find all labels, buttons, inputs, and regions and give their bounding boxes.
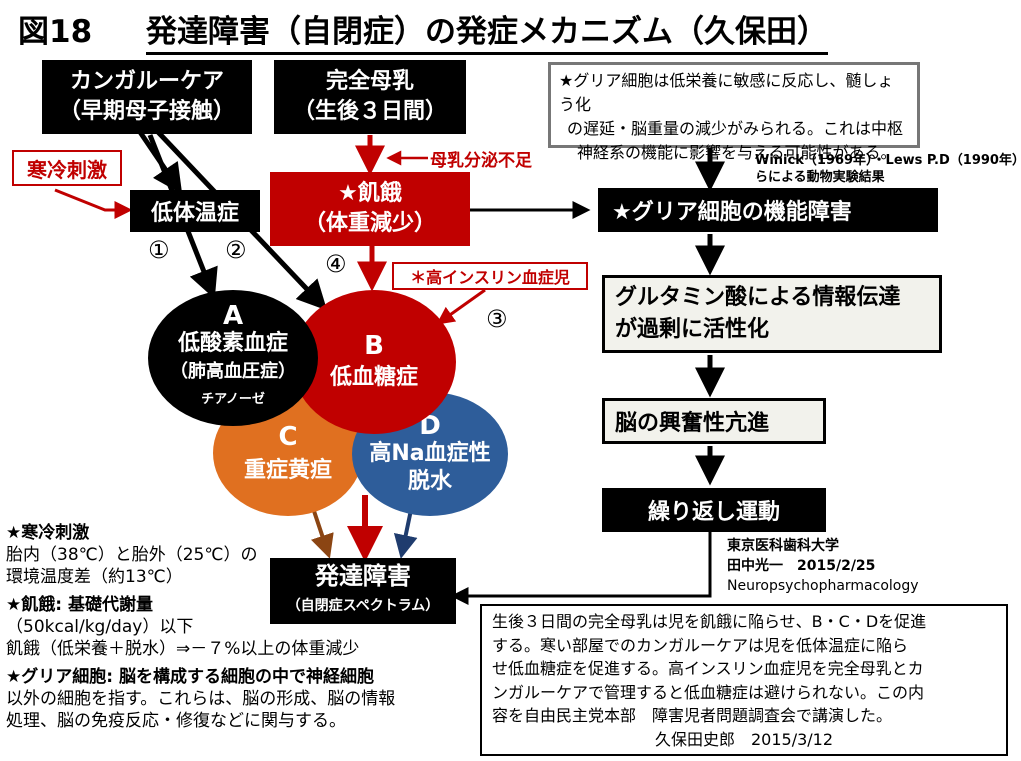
circle-a-hypoxemia: A 低酸素血症 （肺高血圧症） チアノーゼ [148,290,318,426]
summary-box: 生後３日間の完全母乳は児を飢餓に陥らせ、B・C・Dを促進 する。寒い部屋でのカン… [480,604,1008,756]
kangaroo-care-box: カンガルーケア （早期母子接触） [42,60,252,134]
starvation-box: ★飢餓 （体重減少） [270,172,470,246]
arrow-insulin-b [436,288,486,325]
left-notes: ★寒冷刺激 胎内（38℃）と胎外（25℃）の 環境温度差（約13℃） ★飢餓: … [6,523,396,731]
repetitive-movement-box: 繰り返し運動 [602,488,826,532]
arrow-cold [54,188,133,219]
page-title: 図18 発達障害（自閉症）の発症メカニズム（久保田） [18,6,928,55]
marker-2: ② [225,236,247,264]
marker-1: ① [148,236,170,264]
glia-note-box: ★グリア細胞は低栄養に敏感に反応し、髄しょう化 の遅延・脳重量の減少がみられる。… [548,62,920,162]
figure-number: 図18 [18,14,93,50]
arrow-rep-dev [450,530,712,605]
arrow-c-dev [310,504,334,559]
milk-shortage-label: 母乳分泌不足 [430,151,532,171]
breastmilk-box: 完全母乳 （生後３日間） [274,60,466,134]
glutamate-box: グルタミン酸による情報伝達 が過剰に活性化 [602,275,942,353]
circle-b-hypoglycemia: B 低血糖症 [292,290,456,434]
brain-excitability-box: 脳の興奮性亢進 [602,398,826,444]
marker-4: ④ [325,250,347,278]
glia-dysfunction-box: ★グリア細胞の機能障害 [598,188,938,232]
developmental-disorder-box: 発達障害 （自閉症スペクトラム） [270,558,456,624]
author-note: 東京医科歯科大学 田中光一 2015/2/25 Neuropsychopharm… [727,538,919,594]
hyperinsulin-box: ＊高インスリン血症児 [392,262,588,290]
figure-title: 発達障害（自閉症）の発症メカニズム（久保田） [146,12,828,55]
marker-3: ③ [486,305,508,333]
circle-c-jaundice: C 重症黄疸 [213,390,363,516]
cold-stimulus-box: 寒冷刺激 [12,150,122,186]
reference-note: Winick（1969年）・Lews P.D（1990年） らによる動物実験結果 [755,153,1021,185]
hypothermia-box: 低体温症 [130,190,260,232]
